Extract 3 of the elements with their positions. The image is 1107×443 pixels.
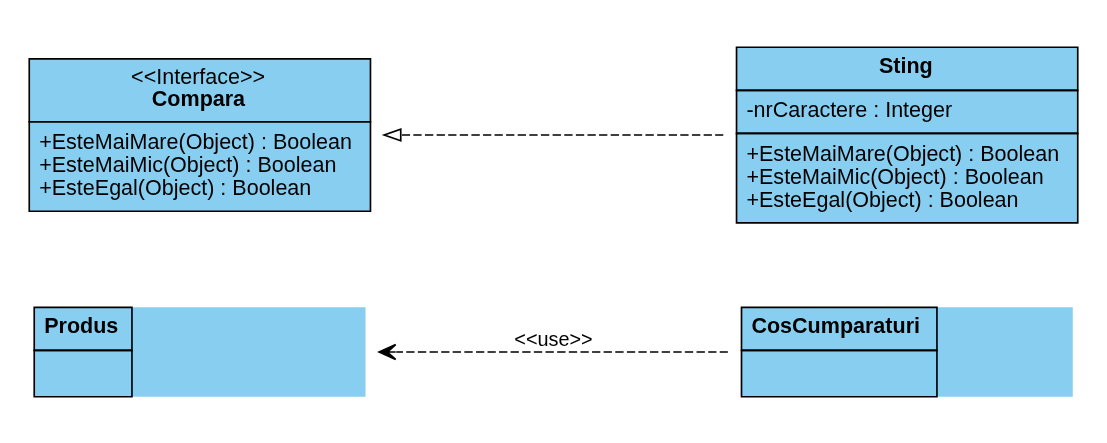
arrow: [378, 343, 729, 360]
edge-label: <<use>>: [514, 327, 593, 350]
arrow: [381, 127, 725, 142]
